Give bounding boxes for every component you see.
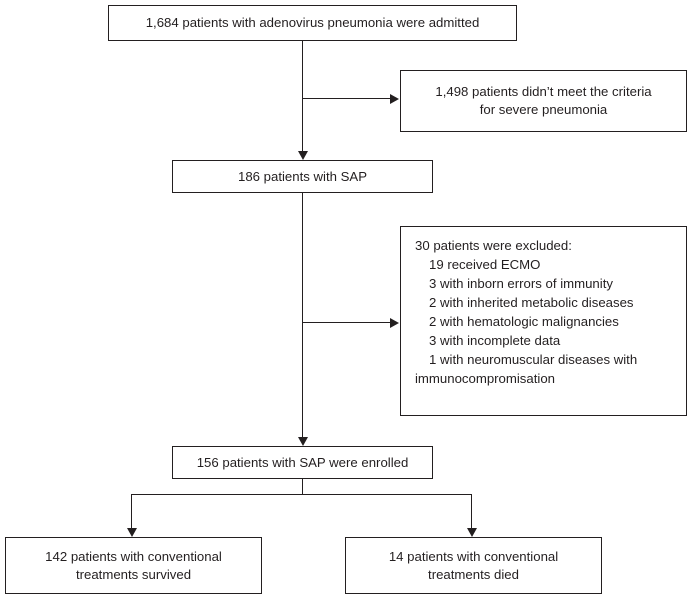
node-excluded: 30 patients were excluded: 19 received E…: [400, 226, 687, 416]
connector-enrolled-to-survived: [131, 494, 132, 528]
node-not-met-criteria-line2: for severe pneumonia: [479, 102, 608, 117]
arrowhead-enrolled-to-died: [467, 528, 477, 537]
node-survived-line1: 142 patients with conventional: [45, 548, 222, 564]
node-sap-label: 186 patients with SAP: [237, 168, 368, 184]
node-died: 14 patients with conventional treatments…: [345, 537, 602, 594]
excluded-item-neuromuscular-continued: immunocompromisation: [415, 371, 555, 386]
node-not-met-criteria-line1: 1,498 patients didn’t meet the criteria: [435, 84, 652, 99]
node-sap: 186 patients with SAP: [172, 160, 433, 193]
connector-sap-to-enrolled: [302, 193, 303, 437]
excluded-item-incomplete-data: 3 with incomplete data: [429, 333, 561, 348]
node-enrolled: 156 patients with SAP were enrolled: [172, 446, 433, 479]
excluded-item-metabolic: 2 with inherited metabolic diseases: [429, 295, 634, 310]
excluded-item-ecmo: 19 received ECMO: [429, 257, 541, 272]
connector-enrolled-fork: [131, 494, 472, 495]
node-died-line1: 14 patients with conventional: [388, 548, 559, 564]
node-died-line2: treatments died: [428, 566, 519, 582]
excluded-item-hematologic: 2 with hematologic malignancies: [429, 314, 619, 329]
node-survived-line2: treatments survived: [75, 566, 192, 582]
connector-enrolled-to-died: [471, 494, 472, 528]
node-admitted: 1,684 patients with adenovirus pneumonia…: [108, 5, 517, 41]
node-not-met-criteria: 1,498 patients didn’t meet the criteria …: [400, 70, 687, 132]
excluded-item-inborn-errors: 3 with inborn errors of immunity: [429, 276, 613, 291]
connector-sap-to-excluded: [302, 322, 390, 323]
node-admitted-label: 1,684 patients with adenovirus pneumonia…: [145, 15, 480, 30]
arrowhead-sap-to-excluded: [390, 318, 399, 328]
connector-admitted-to-sap: [302, 41, 303, 151]
arrowhead-sap-to-enrolled: [298, 437, 308, 446]
excluded-header: 30 patients were excluded:: [415, 238, 572, 253]
node-survived: 142 patients with conventional treatment…: [5, 537, 262, 594]
excluded-item-neuromuscular: 1 with neuromuscular diseases with: [429, 352, 638, 367]
arrowhead-enrolled-to-survived: [127, 528, 137, 537]
node-enrolled-label: 156 patients with SAP were enrolled: [196, 454, 409, 470]
arrowhead-admitted-to-notmet: [390, 94, 399, 104]
connector-admitted-to-notmet: [302, 98, 390, 99]
connector-enrolled-stem: [302, 479, 303, 495]
arrowhead-admitted-to-sap: [298, 151, 308, 160]
